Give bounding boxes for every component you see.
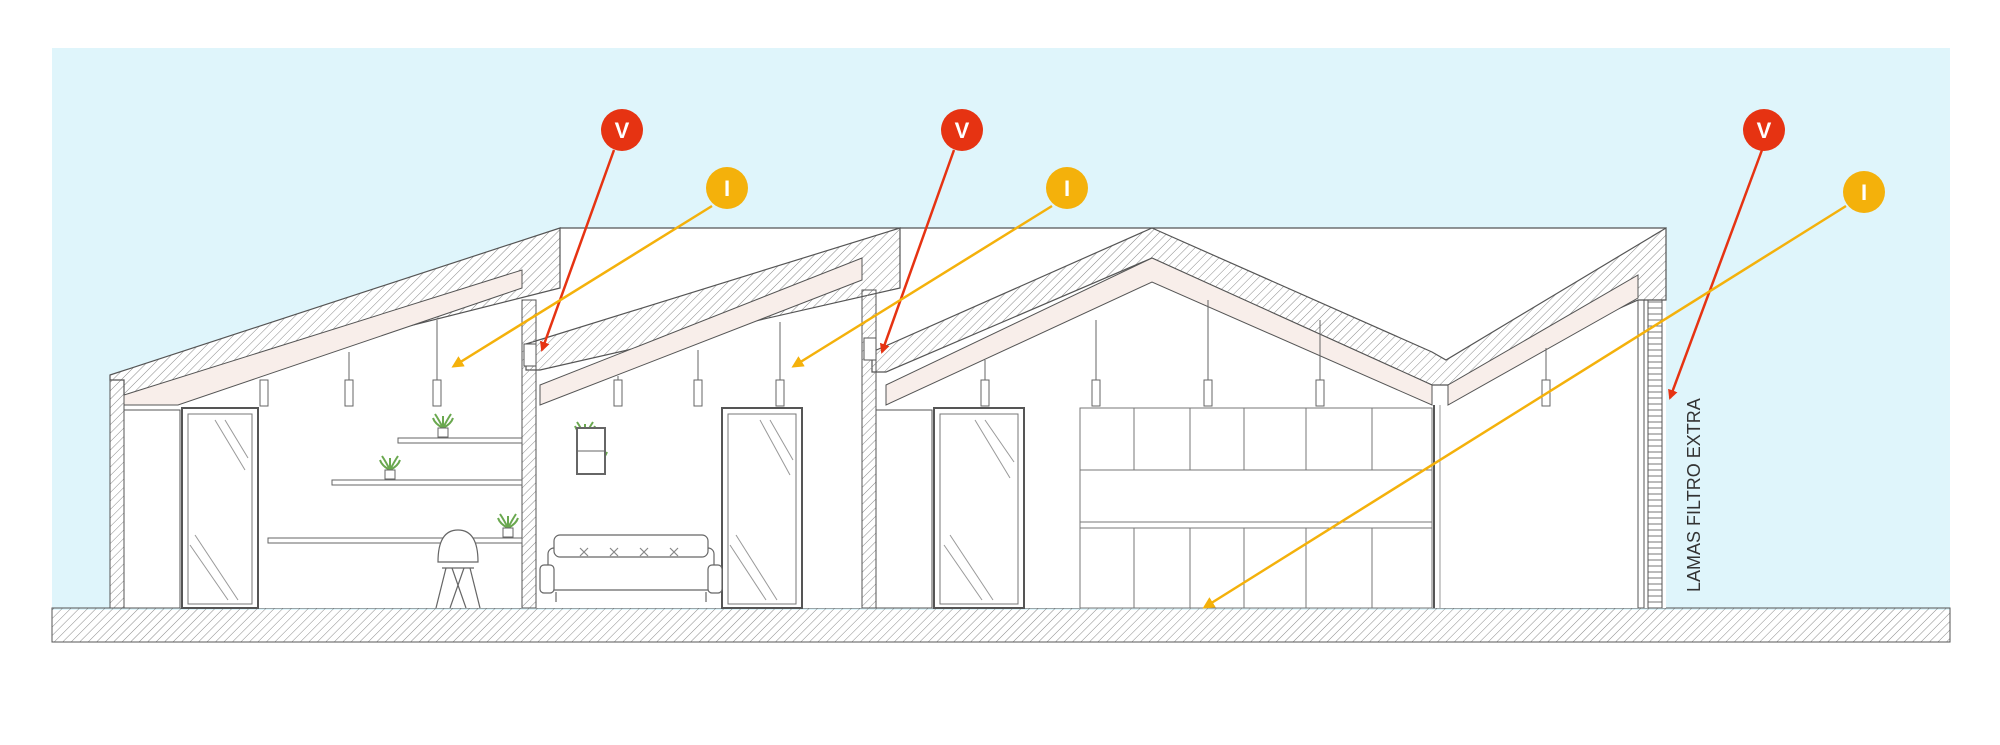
pendant-lamp [693, 350, 703, 407]
ventilation-marker-label: V [615, 118, 630, 143]
illumination-marker-label: I [1861, 180, 1867, 205]
sofa-tuft [669, 547, 679, 557]
ventilation-marker: V [601, 109, 643, 151]
illumination-arrow [1202, 204, 1847, 609]
wall-left [109, 379, 125, 609]
pendant-lamp [1203, 300, 1213, 407]
ventilation-marker: V [941, 109, 983, 151]
lower-cabinet [1243, 527, 1307, 609]
rear-roof-fill [560, 228, 1666, 360]
lower-cabinet [1079, 527, 1135, 609]
ceiling-4 [1447, 274, 1639, 406]
plant-icon [379, 455, 401, 480]
upper-cabinet [1133, 407, 1191, 471]
plant-icon [432, 413, 454, 438]
ceiling-3 [885, 257, 1433, 406]
wall-2 [521, 299, 537, 609]
sofa-tuft [639, 547, 649, 557]
upper-cabinet [1305, 407, 1373, 471]
pendant-lamp [432, 320, 442, 407]
pendant-lamp [980, 360, 990, 407]
door-2 [721, 407, 803, 609]
illumination-arrows [451, 204, 1847, 609]
sofa-icon [539, 534, 723, 602]
ventilation-arrows [540, 149, 1764, 400]
vent-box-1 [523, 343, 537, 367]
illumination-marker: I [706, 167, 748, 209]
pendant-lamp [1091, 320, 1101, 407]
louvers-label: LAMAS FILTRO EXTRA [1684, 398, 1704, 592]
upper-cabinet [1189, 407, 1245, 471]
ventilation-arrow [1668, 149, 1764, 400]
pendant-lamp [259, 379, 269, 407]
illumination-arrow [451, 204, 713, 368]
plant-icon [497, 513, 519, 538]
illumination-marker-label: I [1064, 176, 1070, 201]
ventilation-arrow [879, 149, 956, 354]
cabinet-hood [1079, 469, 1433, 523]
door-1 [123, 407, 259, 609]
upper-cabinet [1243, 407, 1307, 471]
pendant-lamp [344, 352, 354, 407]
illumination-marker: I [1843, 171, 1885, 213]
ventilation-marker: V [1743, 109, 1785, 151]
lower-cabinet [1133, 527, 1191, 609]
sofa-tuft [579, 547, 589, 557]
door-3 [875, 407, 1025, 609]
lower-cabinet [1305, 527, 1373, 609]
ventilation-arrow [540, 149, 616, 352]
sofa-tufts [579, 547, 679, 557]
illumination-arrow [791, 204, 1053, 368]
upper-cabinet [1079, 407, 1135, 471]
ventilation-marker-label: V [1757, 118, 1772, 143]
chair-icon [435, 529, 481, 609]
ceiling-2 [539, 257, 863, 406]
upper-cabinet [1371, 407, 1433, 471]
pendant-lamp [1315, 320, 1325, 407]
louvers [1647, 299, 1663, 609]
shelves [267, 437, 523, 544]
kitchen-cabinets [1079, 407, 1433, 609]
pendant-lamp [613, 376, 623, 407]
lower-cabinet [1189, 527, 1245, 609]
sofa-tuft [609, 547, 619, 557]
pendant-lamp [775, 322, 785, 407]
ground-hatch [51, 607, 1951, 643]
pendant-lamps [259, 300, 1551, 407]
ventilation-marker-label: V [955, 118, 970, 143]
louver-frame [1647, 299, 1663, 609]
illumination-marker-label: I [724, 176, 730, 201]
lower-cabinet [1371, 527, 1433, 609]
illumination-marker: I [1046, 167, 1088, 209]
vent-box-2 [863, 337, 877, 361]
countertop [1079, 521, 1433, 529]
wall-niche [576, 427, 606, 475]
wall-right [1637, 299, 1645, 609]
